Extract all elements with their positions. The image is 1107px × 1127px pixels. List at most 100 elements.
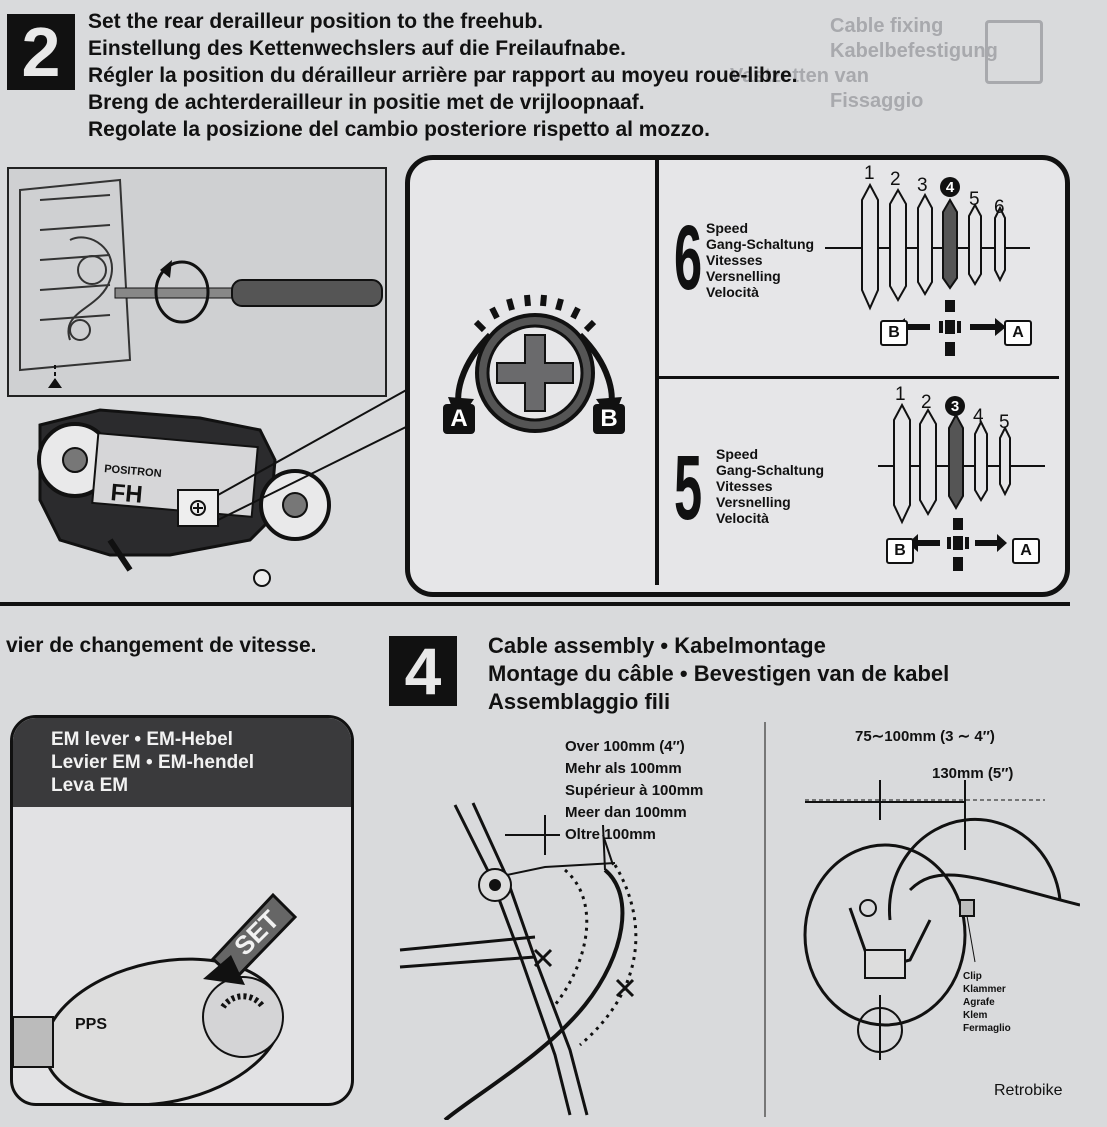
clip-labels: Clip Klammer Agrafe Klem Fermaglio (963, 970, 1011, 1035)
speed6-position-label: 6 (994, 197, 1005, 218)
section-divider (0, 602, 1070, 606)
dimension-130: 130mm (5″) (932, 765, 1013, 782)
ghost-heading-line: Fissaggio (830, 90, 924, 112)
dimension-75-100: 75∼100mm (3 ∼ 4″) (855, 727, 995, 745)
speed6-position-label: 5 (969, 189, 980, 210)
em-lever-label-box: EM lever • EM-Hebel Levier EM • EM-hende… (13, 718, 351, 807)
step-2-heading-line: Set the rear derailleur position to the … (88, 10, 544, 33)
speed6-label: Gang-Schaltung (706, 236, 815, 252)
speed5-position-label: 4 (973, 406, 984, 427)
arrow-b-label: B (600, 405, 618, 432)
step-2-heading-line: Regolate la posizione del cambio posteri… (88, 118, 710, 141)
speed6-label: Velocità (706, 284, 759, 300)
speed6-highlighted-position-text: 4 (945, 178, 955, 196)
speed5-label: Speed (716, 446, 759, 462)
clip-label: Fermaglio (963, 1023, 1011, 1034)
em-lever-label-line: Leva EM (51, 775, 129, 796)
pps-label: PPS (75, 1016, 107, 1033)
lever-section-heading: vier de changement de vitesse. (6, 634, 316, 658)
over-100mm-label: Oltre 100mm (565, 826, 656, 843)
step-4-heading: Cable assembly • Kabelmontage Montage du… (488, 632, 949, 716)
panel-divider-vertical (655, 160, 659, 585)
arrow-b-badge: B (593, 404, 625, 434)
speed6-a-marker: A (1004, 320, 1032, 346)
dimension-130-text: 130mm (5″) (932, 765, 1014, 782)
speed5-position-label: 2 (921, 392, 932, 413)
step-4-heading-line: Assemblaggio fili (488, 689, 671, 714)
speed6-labels: Speed Gang-Schaltung Vitesses Versnellin… (706, 220, 814, 300)
step-2-number: 2 (7, 13, 75, 91)
derailleur-closeup (37, 387, 411, 587)
derailleur-brand-text: POSITRON (104, 463, 162, 480)
speed5-b-marker: B (886, 538, 914, 564)
speed5-label: Vitesses (716, 478, 773, 494)
speed5-position-label: 5 (999, 412, 1010, 433)
speed6-cog-diagram (825, 182, 1030, 356)
over-100mm-label: Meer dan 100mm (565, 804, 687, 821)
speed6-position-label: 1 (864, 163, 875, 184)
speed6-digit-text: 6 (674, 207, 703, 309)
speed5-highlighted-position-text: 3 (950, 397, 960, 415)
over-100mm-labels: Over 100mm (4″) Mehr als 100mm Supérieur… (565, 736, 703, 846)
arrow-a-badge: A (443, 404, 475, 434)
step-4-heading-line: Cable assembly • Kabelmontage (488, 633, 826, 658)
over-100mm-label: Over 100mm (4″) (565, 738, 685, 755)
derailleur-model-text: FH (109, 479, 143, 509)
speed6-label: Vitesses (706, 252, 763, 268)
speed5-digit-text: 5 (674, 437, 703, 539)
speed5-positions: 1 2 3 4 5 (893, 384, 1033, 433)
speed5-position-label: 1 (895, 384, 906, 405)
speed6-positions: 1 2 3 4 5 6 (858, 163, 1038, 218)
speed6-position-label: 3 (917, 175, 928, 196)
retrobike-watermark: Retrobike (994, 1082, 1062, 1100)
over-100mm-label: Supérieur à 100mm (565, 782, 704, 799)
speed5-labels: Speed Gang-Schaltung Vitesses Versnellin… (716, 446, 824, 526)
speed6-label: Versnelling (706, 268, 781, 284)
step-2-heading-line: Régler la position du dérailleur arrière… (88, 64, 798, 87)
clip-label: Klem (963, 1010, 988, 1021)
speed6-a-marker-text: A (1012, 324, 1024, 341)
ghost-heading-line: Kabelbefestigung (830, 40, 998, 62)
lever-section-heading-text: vier de changement de vitesse. (6, 634, 317, 657)
clip-label: Klammer (963, 984, 1006, 995)
ghost-heading-line: Cable fixing (830, 15, 944, 37)
adjust-screw-diagram (448, 294, 622, 433)
speed5-label: Gang-Schaltung (716, 462, 825, 478)
speed6-digit: 6 (674, 212, 702, 304)
em-lever-label-line: EM lever • EM-Hebel (51, 729, 233, 750)
step-4-number-text: 4 (404, 634, 442, 708)
arrow-a-label: A (450, 405, 468, 432)
step-4-number: 4 (389, 634, 457, 708)
ghost-heading: Cable fixing Kabelbefestigung Vastzetten… (730, 14, 998, 114)
speed5-label: Velocità (716, 510, 769, 526)
over-100mm-label: Mehr als 100mm (565, 760, 682, 777)
panel-divider-horizontal (659, 376, 1059, 379)
speed6-b-marker: B (880, 320, 908, 346)
speed5-highlighted-position: 3 (945, 396, 965, 416)
em-lever-illustration: SET PPS (13, 892, 298, 1103)
speed5-label: Versnelling (716, 494, 791, 510)
brake-cable-clip-illustration (803, 780, 1080, 1060)
ghost-step-box (985, 20, 1043, 84)
speed5-a-marker: A (1012, 538, 1040, 564)
speed6-position-label: 2 (890, 169, 901, 190)
speed6-b-marker-text: B (888, 324, 900, 341)
speed5-cog-diagram (878, 402, 1045, 571)
clip-label: Clip (963, 971, 982, 982)
speed6-highlighted-position: 4 (940, 177, 960, 197)
step-2-heading-line: Einstellung des Kettenwechslers auf die … (88, 37, 626, 60)
em-lever-frame: EM lever • EM-Hebel Levier EM • EM-hende… (10, 715, 354, 1106)
step-4-heading-line: Montage du câble • Bevestigen van de kab… (488, 661, 950, 686)
frame-cable-routing-illustration (399, 802, 638, 1120)
speed6-label: Speed (706, 220, 749, 236)
step-2-number-text: 2 (21, 13, 61, 91)
em-lever-label-line: Levier EM • EM-hendel (51, 752, 255, 773)
step4-column-divider (764, 722, 766, 1117)
step-2-heading: Set the rear derailleur position to the … (88, 8, 798, 143)
speed5-b-marker-text: B (894, 542, 906, 559)
speed5-digit: 5 (674, 442, 702, 534)
dimension-75-100-text: 75∼100mm (3 ∼ 4″) (855, 728, 995, 745)
clip-label: Agrafe (963, 997, 995, 1008)
step-2-heading-line: Breng de achterderailleur in positie met… (88, 91, 645, 114)
speed5-a-marker-text: A (1020, 542, 1032, 559)
